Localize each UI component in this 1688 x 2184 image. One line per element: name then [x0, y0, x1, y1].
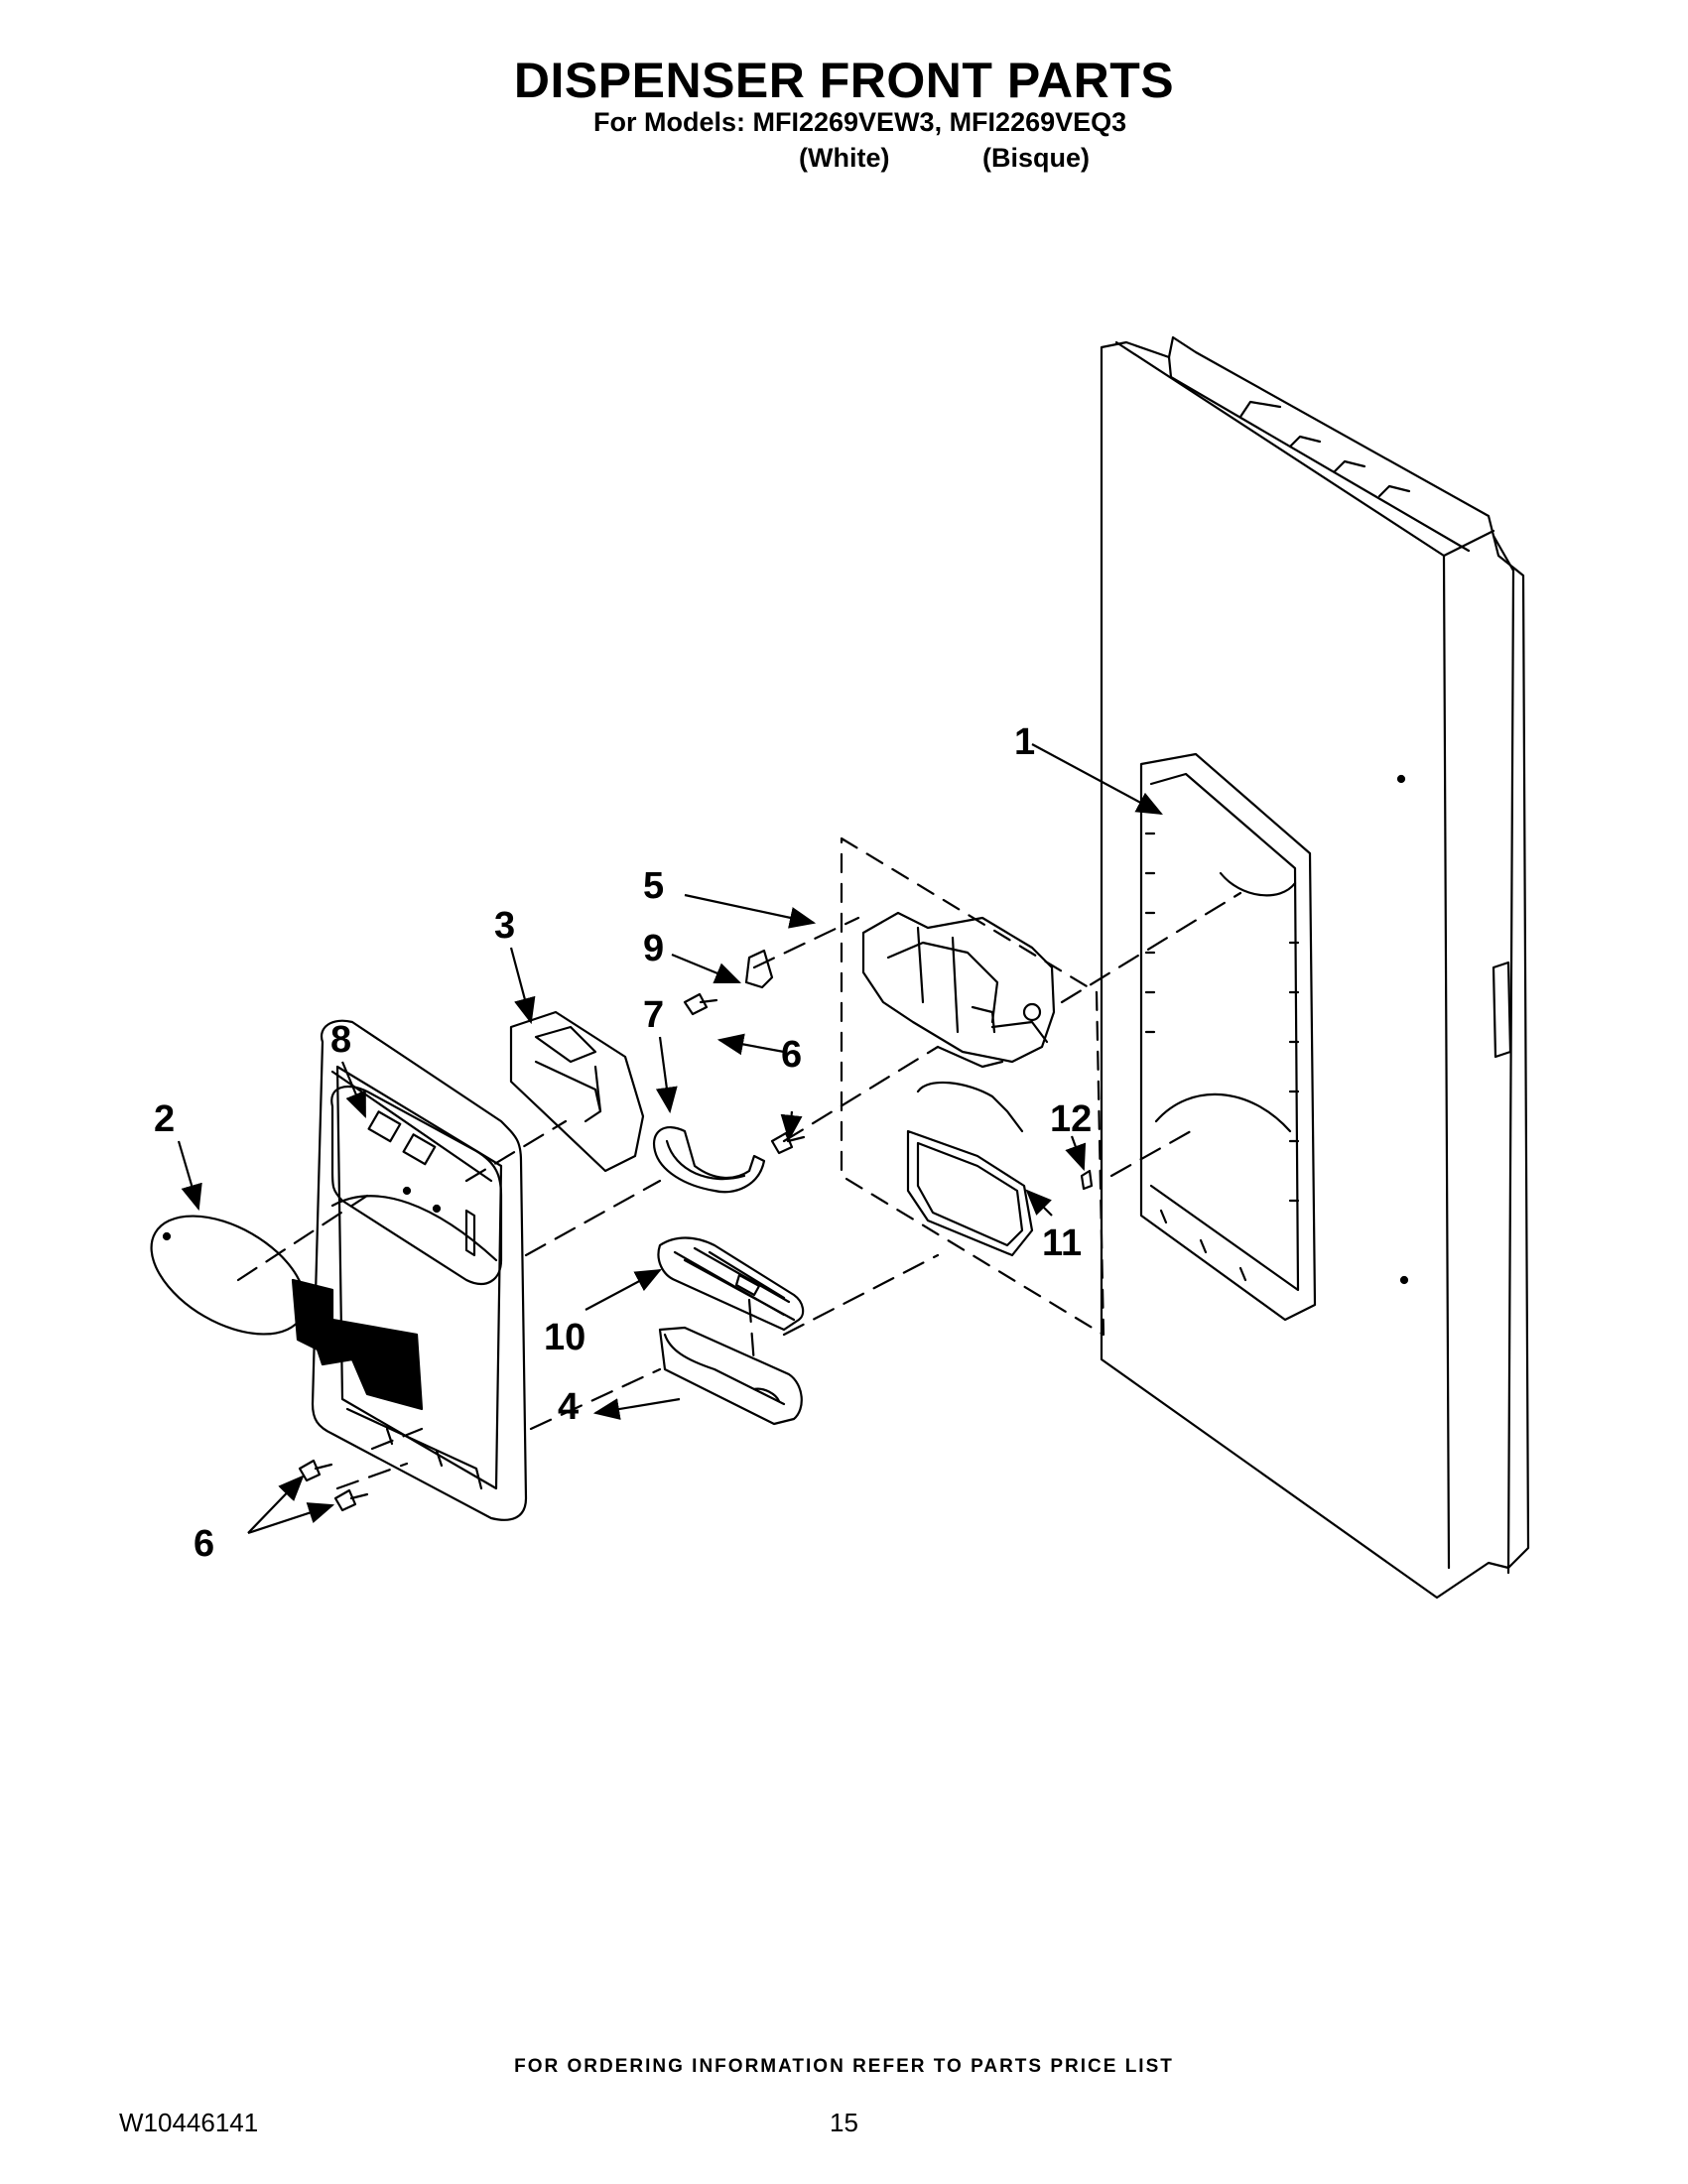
variant-white-label: (White) — [799, 143, 890, 173]
part-6-screws — [298, 992, 806, 1512]
variant-bisque-label: (Bisque) — [982, 143, 1090, 173]
part-9-clamp — [744, 949, 774, 989]
part-12-clip — [1080, 1169, 1094, 1191]
callout-3: 3 — [494, 905, 515, 947]
part-10-grille — [657, 1236, 805, 1332]
document-id: W10446141 — [119, 2108, 259, 2137]
callout-11: 11 — [1042, 1222, 1082, 1264]
page-title: DISPENSER FRONT PARTS — [513, 53, 1175, 108]
callout-2: 2 — [154, 1098, 175, 1140]
models-line: For Models: MFI2269VEW3, MFI2269VEQ3 — [593, 107, 1127, 137]
part-11-paddle — [906, 1081, 1034, 1257]
module-dashed-outline — [840, 836, 1105, 1337]
callout-5: 5 — [643, 865, 664, 907]
part-3-control-board — [509, 1010, 645, 1173]
callout-10: 10 — [544, 1317, 585, 1358]
callout-1: 1 — [1014, 721, 1035, 763]
callout-4: 4 — [558, 1386, 579, 1428]
callout-9: 9 — [643, 928, 664, 969]
callout-6a: 6 — [781, 1034, 802, 1076]
part-7-bracket — [652, 1125, 766, 1194]
part-2-oval-lens — [150, 1215, 307, 1336]
callout-6b: 6 — [194, 1523, 214, 1565]
page-number: 15 — [830, 2108, 858, 2137]
callout-8: 8 — [330, 1019, 351, 1061]
dispenser-motor-assembly — [861, 911, 1056, 1069]
part-8-housing — [291, 1019, 528, 1521]
leader-arrows — [177, 743, 1163, 1535]
part-4-drip-tray — [658, 1326, 803, 1426]
callout-labels: 1 2 3 4 5 6 6 7 8 9 10 11 12 — [154, 721, 1092, 1565]
callout-12: 12 — [1050, 1098, 1092, 1140]
ordering-note: FOR ORDERING INFORMATION REFER TO PARTS … — [514, 2056, 1174, 2077]
callout-7: 7 — [643, 994, 664, 1036]
door-panel — [1100, 335, 1530, 1600]
